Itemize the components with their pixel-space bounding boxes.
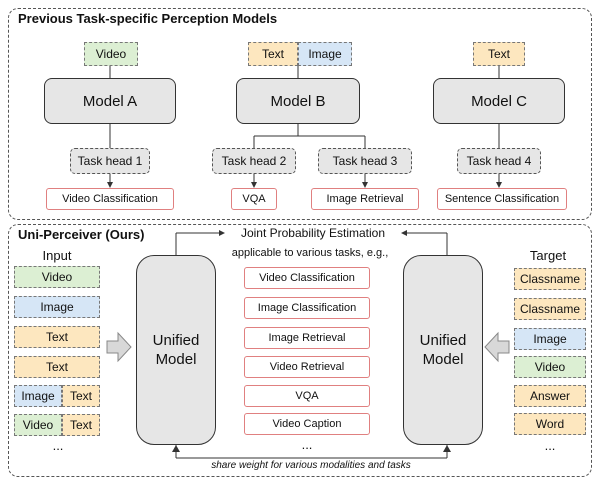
input-image-part: Image [14,385,62,407]
task-video-classification: Video Classification [244,267,370,289]
unified-model-left: Unified Model [136,255,216,445]
task-image-classification: Image Classification [244,297,370,319]
target-classname: Classname [514,268,586,290]
model-a-box: Model A [44,78,176,124]
target-more: ... [544,438,556,453]
target-classname: Classname [514,298,586,320]
output-sentence-classification: Sentence Classification [437,188,567,210]
top-panel-title: Previous Task-specific Perception Models [18,11,278,26]
top-panel [8,8,592,220]
target-label: Target [529,248,567,263]
input-text: Text [14,356,100,378]
model-b-box: Model B [236,78,360,124]
output-video-classification: Video Classification [46,188,174,210]
target-word: Word [514,413,586,435]
model-c-input-text: Text [473,42,525,66]
task-image-retrieval: Image Retrieval [244,327,370,349]
input-text-part: Text [62,414,100,436]
right-block-arrow [484,331,510,363]
joint-probability-estimation: Joint Probability Estimation [240,226,386,240]
input-more: ... [52,438,64,453]
share-weight-note: share weight for various modalities and … [211,460,411,471]
target-video: Video [514,356,586,378]
bottom-panel-title: Uni-Perceiver (Ours) [18,227,145,242]
left-block-arrow [106,331,132,363]
task-head-3: Task head 3 [318,148,412,174]
input-text-part: Text [62,385,100,407]
unified-model-right: Unified Model [403,255,483,445]
target-answer: Answer [514,385,586,407]
output-image-retrieval: Image Retrieval [311,188,419,210]
task-video-caption: Video Caption [244,413,370,435]
input-text: Text [14,326,100,348]
input-video: Video [14,266,100,288]
model-b-input-image: Image [298,42,352,66]
output-vqa: VQA [231,188,277,210]
model-c-box: Model C [433,78,565,124]
model-a-input-video: Video [84,42,138,66]
task-video-retrieval: Video Retrieval [244,356,370,378]
input-image: Image [14,296,100,318]
model-b-input-text: Text [248,42,298,66]
target-image: Image [514,328,586,350]
task-vqa: VQA [244,385,370,407]
task-head-1: Task head 1 [70,148,150,174]
input-video-part: Video [14,414,62,436]
input-label: Input [42,248,72,263]
task-head-4: Task head 4 [457,148,541,174]
task-head-2: Task head 2 [212,148,296,174]
bottom-panel [8,224,592,477]
tasks-more: ... [301,437,313,452]
applicable-note: applicable to various tasks, e.g., [231,247,389,259]
